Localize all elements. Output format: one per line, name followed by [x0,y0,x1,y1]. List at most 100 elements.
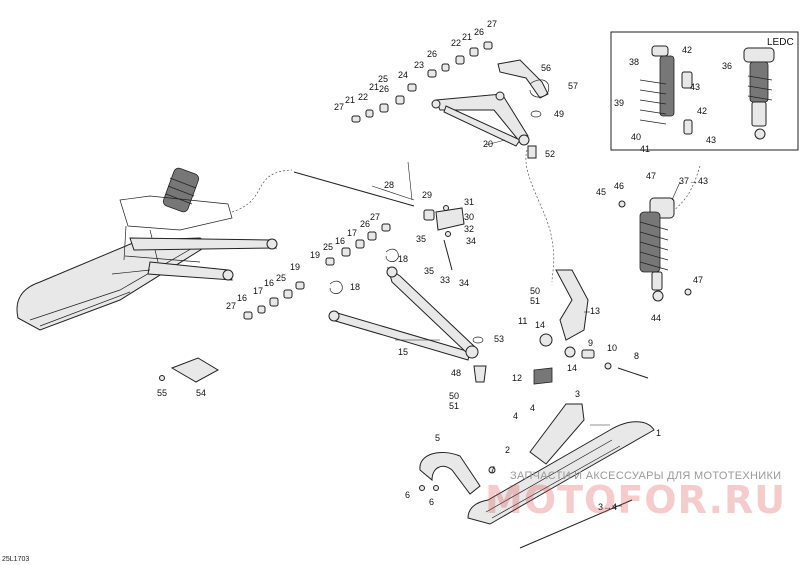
ski [467,421,655,549]
callout: 3 [575,389,580,399]
callout: 18 [398,254,408,264]
spindle [539,269,589,358]
callout: 31 [464,197,474,207]
callout: 51 [530,296,540,306]
callout: 20 [483,139,493,149]
callout: 15 [398,347,408,357]
callout: 16 [264,278,274,288]
callout: 25 [323,242,333,252]
lower-bushing-stack-rear [243,281,305,320]
lower-bushing-stack-front [325,223,391,266]
inset-label: LEDC [767,37,794,48]
callout: 17 [347,228,357,238]
inset-frame [610,31,799,151]
callout: 10 [607,343,617,353]
link-line-shock [671,165,701,213]
callout: 42 [682,45,692,55]
callout: 55 [157,388,167,398]
callout: 34 [466,236,476,246]
callout: 21 [462,32,472,42]
callout: 36 [722,61,732,71]
callout: 47 [646,171,656,181]
clip-lower-b [385,248,399,262]
callout: 14 [535,320,545,330]
callout: 44 [651,313,661,323]
callout: 23 [414,60,424,70]
callout: 35 [424,266,434,276]
tie-rod [293,171,415,207]
upper-a-arm [431,91,530,147]
callout: 1 [656,428,661,438]
handle-12 [533,367,553,385]
callout: 26 [427,49,437,59]
callout: 40 [631,132,641,142]
bolt-6a [419,485,425,491]
callout: 18 [350,282,360,292]
callout: 4 [530,403,535,413]
callout: 6 [405,490,410,500]
callout: 22 [358,92,368,102]
callout: 21 [369,82,379,92]
callout: 27 [226,301,236,311]
seal-ring [472,336,484,344]
callout: 27 [370,212,380,222]
bolt-55 [159,375,165,381]
callout: 19 [310,250,320,260]
callout: 5 [435,433,440,443]
upper-bushing-stack-rear [351,83,417,123]
callout: 26 [379,84,389,94]
callout: 43 [706,135,716,145]
callout: 57 [568,81,578,91]
link-line-spindle [525,149,555,283]
reference-code: 25L1703 [2,556,30,563]
washer-10 [604,362,612,370]
callout: 3→4 [598,502,617,512]
callout: 25 [276,273,286,283]
ball-joint-upper [527,145,537,159]
callout: 45 [596,187,606,197]
callout: 19 [290,262,300,272]
callout-numbers: 27 26 22 21 26 23 24 25 26 21 22 21 27 5… [157,19,732,512]
callout: 39 [614,98,624,108]
lower-a-arm [328,266,479,361]
assembled-suspension-illustration [16,167,278,331]
callout: 27 [334,102,344,112]
callout: 29 [422,190,432,200]
sway-bar-link [423,205,465,271]
callout: 21 [345,95,355,105]
inset-shock-ledc [743,47,775,140]
callout: 48 [451,368,461,378]
callout: 28 [384,180,394,190]
inset-shock-standard [639,45,693,135]
ski-leg [529,403,585,465]
callout: 43 [690,82,700,92]
callout: 47 [693,275,703,285]
callout: 33 [440,275,450,285]
leader-lines [371,139,681,507]
callout: 4 [513,411,518,421]
callout: 22 [451,38,461,48]
callout: 51 [449,401,459,411]
callout: 24 [398,70,408,80]
bolt-8 [617,367,649,379]
callout: 26 [360,219,370,229]
callout: 46 [614,181,624,191]
watermark-caption: ЗАПЧАСТИ И АКСЕССУАРЫ ДЛЯ МОТОТЕХНИКИ [510,470,782,482]
callout: 50 [530,286,540,296]
callout: 13 [590,306,600,316]
callout: 14 [567,363,577,373]
callout: 41 [640,144,650,154]
callout: 17 [253,286,263,296]
callout: 27 [487,19,497,29]
callout: 12 [512,373,522,383]
callout: 16 [335,236,345,246]
callout: 37→43 [679,176,708,186]
callout: 42 [697,106,707,116]
clip-lower-a [329,280,343,294]
callout: 54 [196,388,206,398]
callout: 34 [459,278,469,288]
o-ring [530,110,542,118]
ball-joint-lower [473,365,487,383]
upper-bushing-stack-front [427,41,493,78]
